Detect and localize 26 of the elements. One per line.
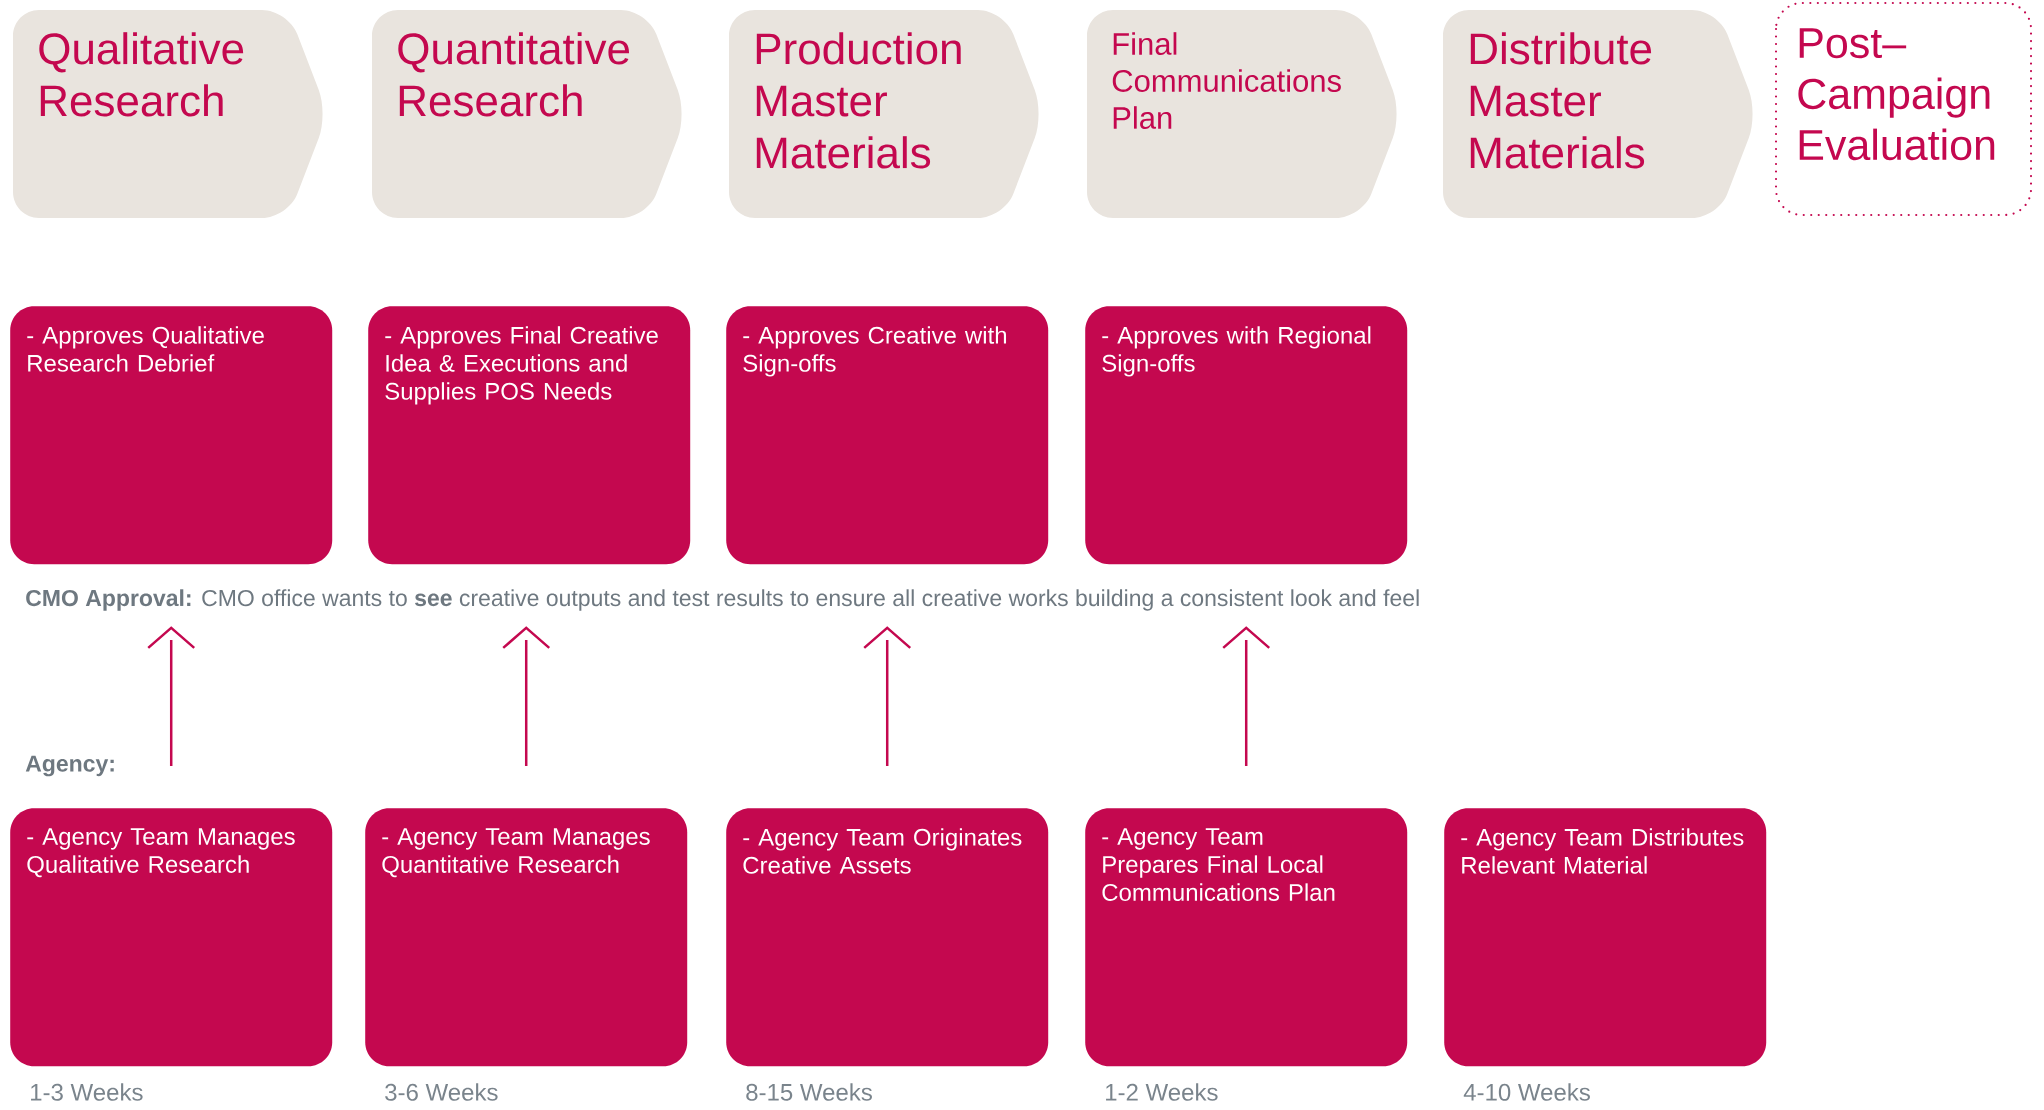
duration-label: 1-2 Weeks	[1106, 1083, 1218, 1101]
task-box: - Approves Qualitative Research Debrief	[10, 306, 333, 565]
stage-banner: Quantitative Research	[372, 10, 682, 218]
task-box: - Agency Team Manages Quantitative Research	[365, 808, 688, 1067]
stage-banner: Distribute Master Materials	[1443, 10, 1753, 218]
approval-note: CMO Approval: CMO office wants to see creative outputs and test results to ensure all creative works building a consistent look and feel	[26, 589, 1419, 611]
task-box: - Agency Team Distributes Relevant Material	[1444, 808, 1767, 1067]
stage-box: Post– Campaign Evaluation	[1774, 1, 2033, 217]
task-box: - Approves with Regional Sign-offs	[1085, 306, 1408, 565]
stage-banner: Final Communications Plan	[1087, 10, 1397, 218]
arrow	[146, 626, 196, 768]
task-box: - Approves Final Creative Idea & Executions and Supplies POS Needs	[368, 306, 691, 565]
stage-banner: Qualitative Research	[13, 10, 323, 218]
section-label: Agency:	[25, 755, 114, 777]
arrow	[1221, 626, 1271, 768]
task-box: - Agency Team Originates Creative Assets	[726, 808, 1049, 1067]
task-box: - Approves Creative with Sign-offs	[726, 306, 1049, 565]
arrow	[862, 626, 912, 768]
duration-label: 3-6 Weeks	[385, 1083, 498, 1101]
stage-banner: Production Master Materials	[729, 10, 1039, 218]
task-box: - Agency Team Manages Qualitative Research	[10, 808, 333, 1067]
arrow	[501, 626, 551, 768]
duration-label: 4-10 Weeks	[1463, 1083, 1590, 1101]
duration-label: 1-3 Weeks	[31, 1083, 143, 1101]
task-box: - Agency Team Prepares Final Local Communications Plan	[1085, 808, 1408, 1067]
duration-label: 8-15 Weeks	[746, 1083, 872, 1101]
